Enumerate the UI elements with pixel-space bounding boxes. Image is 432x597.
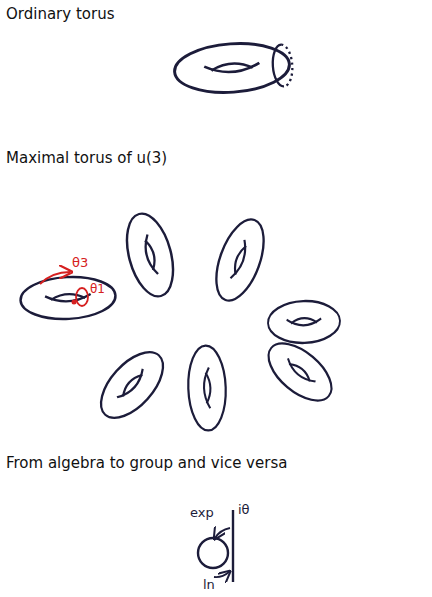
angle-label: θ1 — [90, 283, 105, 297]
map-label: ln — [203, 578, 215, 593]
section-heading: Ordinary torus — [6, 6, 114, 23]
section-heading: Maximal torus of u(3) — [6, 150, 167, 167]
maximal-torus-ring — [19, 209, 341, 432]
map-label: exp — [190, 506, 214, 521]
angle-label: θ3 — [72, 256, 88, 271]
value-label: iθ — [238, 503, 250, 518]
ordinary-torus — [173, 40, 294, 97]
angle-markings — [40, 272, 88, 306]
exp-ln-sketch — [198, 510, 233, 582]
section-heading: From algebra to group and vice versa — [6, 455, 287, 472]
